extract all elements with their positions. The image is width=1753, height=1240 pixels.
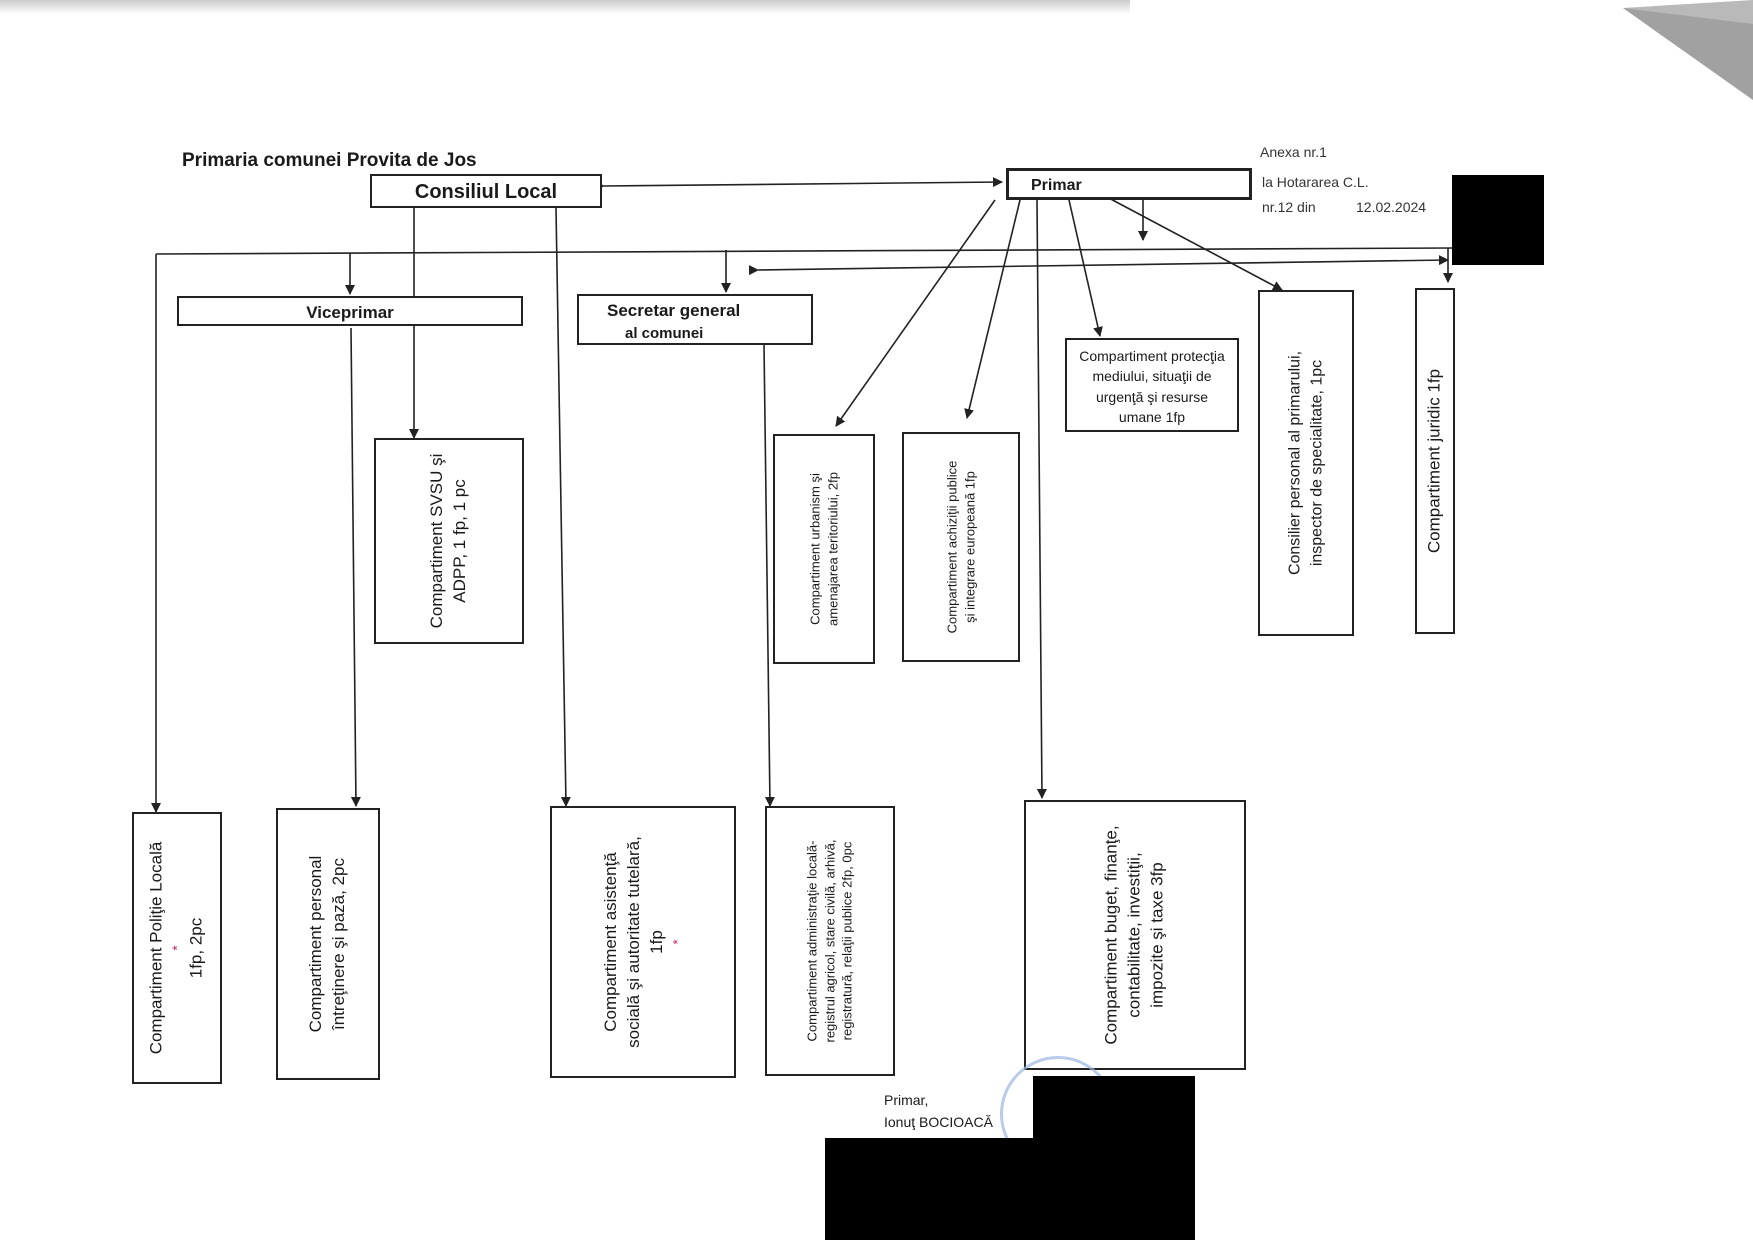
- administratie-line-2: registrul agricol, stare civilă, arhivă,: [822, 839, 838, 1043]
- node-compartiment-svsu: Compartiment SVSU şi ADPP, 1 fp, 1 pc: [374, 438, 524, 644]
- achizitii-line-2: şi integrare europeană 1fp: [962, 471, 977, 623]
- juridic-label: Compartiment juridic 1fp: [1424, 368, 1444, 554]
- node-compartiment-buget: Compartiment buget, finanţe, contabilita…: [1024, 800, 1246, 1070]
- asistenta-line-3: 1fp: [646, 930, 666, 954]
- node-consiliul-local-label: Consiliul Local: [414, 181, 558, 203]
- node-compartiment-urbanism: Compartiment urbanism şi amenajarea teri…: [773, 434, 875, 664]
- buget-line-2: contabilitate, investiţii,: [1124, 852, 1144, 1018]
- node-secretar-general: Secretar general al comunei: [577, 294, 813, 345]
- intretinere-line-1: Compartiment personal: [306, 855, 326, 1033]
- node-compartiment-achizitii: Compartiment achiziţii publice şi integr…: [902, 432, 1020, 662]
- svsu-line-1: Compartiment SVSU şi: [427, 453, 447, 629]
- administratie-line-1: Compartiment administraţie locală-: [804, 840, 820, 1042]
- node-compartiment-asistenta: Compartiment asistenţă socială şi autori…: [550, 806, 736, 1078]
- node-secretar-label-2: al comunei: [625, 325, 704, 342]
- annex-line-2: la Hotararea C.L.: [1262, 174, 1369, 190]
- achizitii-line-1: Compartiment achiziţii publice: [944, 460, 960, 634]
- protectie-line-3: urgenţă şi resurse: [1095, 388, 1209, 405]
- annex-line-3: nr.12 din: [1262, 199, 1316, 215]
- annex-line-1: Anexa nr.1: [1260, 144, 1327, 160]
- node-compartiment-juridic: Compartiment juridic 1fp: [1415, 288, 1455, 634]
- signature-title: Primar,: [884, 1092, 929, 1108]
- urbanism-line-1: Compartiment urbanism şi: [807, 473, 823, 625]
- politie-asterisk: *: [169, 945, 185, 951]
- consilier-line-2: inspector de specialitate, 1pc: [1308, 359, 1325, 567]
- scan-edge: [0, 0, 1130, 14]
- redaction-top-right: [1452, 175, 1544, 265]
- politie-line-1: Compartiment Poliţie Locală: [146, 841, 166, 1055]
- protectie-line-4: umane 1fp: [1118, 408, 1186, 425]
- annex-date: 12.02.2024: [1356, 199, 1427, 215]
- protectie-line-1: Compartiment protecţia: [1079, 348, 1225, 364]
- asistenta-line-1: Compartiment asistenţă: [600, 852, 620, 1032]
- intretinere-line-2: întreţinere şi pază, 2pc: [329, 858, 348, 1030]
- consilier-line-1: Consilier personal al primarului,: [1286, 350, 1304, 576]
- asistenta-line-2: socială şi autoritate tutelară,: [623, 836, 643, 1048]
- page-corner-fold: [1623, 0, 1753, 100]
- node-consiliul-local: Consiliul Local: [370, 174, 602, 208]
- node-compartiment-intretinere: Compartiment personal întreţinere şi paz…: [276, 808, 380, 1080]
- buget-line-3: impozite şi taxe 3fp: [1147, 862, 1167, 1008]
- buget-line-1: Compartiment buget, finanţe,: [1101, 825, 1121, 1045]
- redaction-signature-lower: [825, 1138, 1195, 1240]
- urbanism-line-2: amenajarea teritoriului, 2fp: [825, 472, 840, 626]
- signature-name: Ionuţ BOCIOACĂ: [884, 1114, 993, 1130]
- node-compartiment-administratie: Compartiment administraţie locală- regis…: [765, 806, 895, 1076]
- node-consilier-personal: Consilier personal al primarului, inspec…: [1258, 290, 1354, 636]
- asistenta-asterisk: *: [669, 939, 685, 945]
- administratie-line-3: registratură, relaţii publice 2fp, 0pc: [839, 841, 855, 1041]
- protectie-line-2: mediului, situaţii de: [1092, 368, 1212, 385]
- node-primar-label: Primar: [1031, 177, 1082, 194]
- node-viceprimar: Viceprimar: [177, 296, 523, 326]
- redaction-signature-upper: [1033, 1076, 1195, 1140]
- institution-title: Primaria comunei Provita de Jos: [182, 150, 477, 171]
- node-primar: Primar: [1006, 168, 1252, 200]
- node-compartiment-politie-locala: Compartiment Poliţie Locală* 1fp, 2pc: [132, 812, 222, 1084]
- svsu-line-2: ADPP, 1 fp, 1 pc: [450, 479, 469, 603]
- politie-line-2: 1fp, 2pc: [186, 917, 206, 979]
- node-compartiment-protectie: Compartiment protecţia mediului, situaţi…: [1065, 338, 1239, 432]
- node-viceprimar-label: Viceprimar: [306, 303, 394, 322]
- node-secretar-label-1: Secretar general: [607, 301, 741, 320]
